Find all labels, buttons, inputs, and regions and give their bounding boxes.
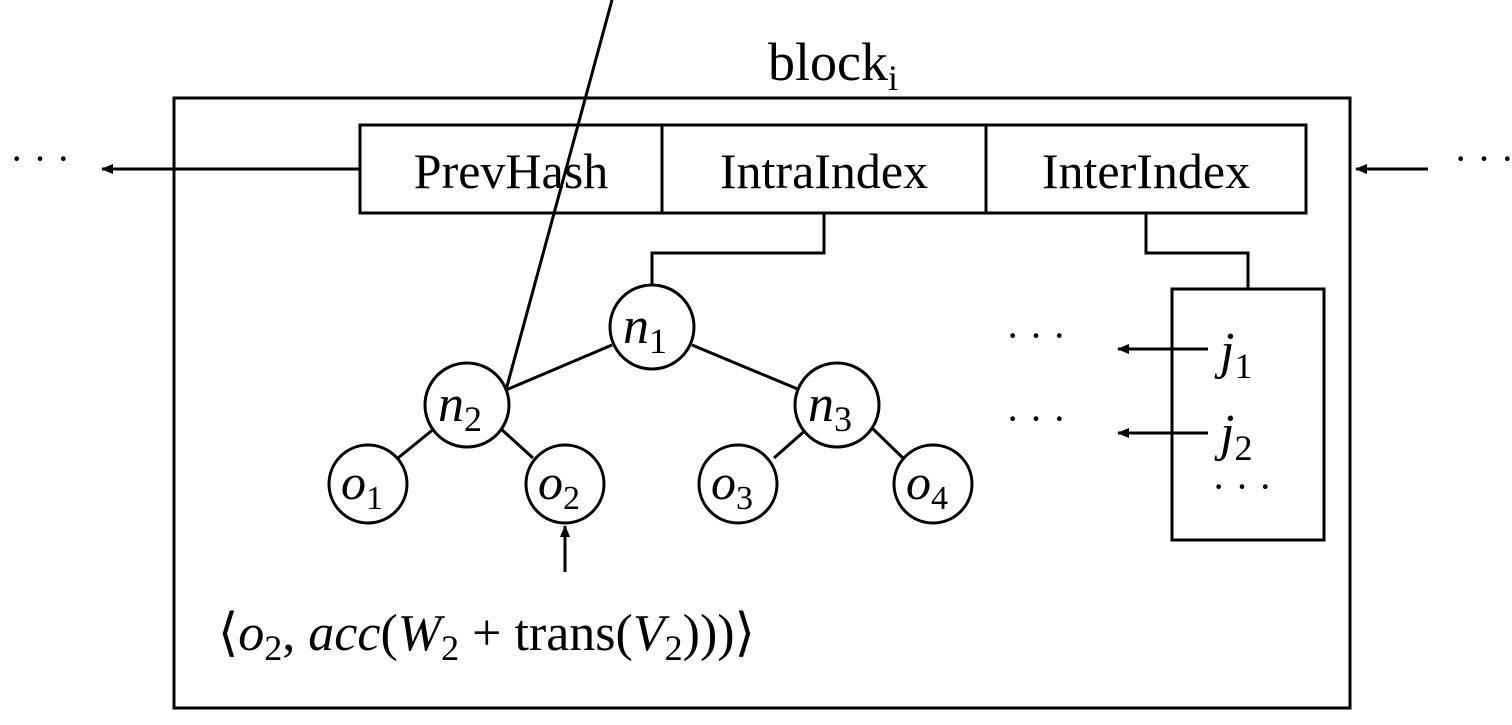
- j1-ellipsis: · · ·: [1006, 313, 1066, 358]
- o2-annotation-formula: ⟨o2, acc(W2 + trans(V2)))⟩: [218, 605, 755, 668]
- interindex-more-ellipsis: · · ·: [1212, 464, 1272, 509]
- interindex-list-box: [1170, 287, 1326, 542]
- svg-text:n3: n3: [808, 376, 852, 439]
- tree-node-o4: o4: [892, 443, 974, 525]
- svg-text:n1: n1: [623, 298, 667, 361]
- interindex-entry-j2: j2: [1214, 405, 1252, 468]
- svg-text:n2: n2: [438, 376, 482, 439]
- tree-node-o1: o1: [327, 443, 409, 525]
- tree-node-o3: o3: [697, 443, 779, 525]
- block-title: blocki: [768, 32, 898, 98]
- tree-node-n2: n2: [423, 361, 511, 449]
- svg-text:o3: o3: [711, 454, 753, 517]
- tree-node-n3: n3: [793, 361, 881, 449]
- interindex-connector: [1144, 213, 1250, 289]
- interindex-entry-j1: j1: [1214, 323, 1252, 386]
- svg-text:o2: o2: [538, 454, 580, 517]
- header-row: PrevHash IntraIndex InterIndex: [358, 123, 1308, 215]
- intraindex-label: IntraIndex: [720, 143, 928, 199]
- left-ellipsis: · · ·: [10, 136, 70, 181]
- svg-text:o4: o4: [906, 454, 948, 517]
- prevhash-label: PrevHash: [414, 143, 608, 199]
- tree-node-o2: o2: [524, 443, 606, 525]
- intraindex-connector: [650, 213, 826, 298]
- tree-edges: [397, 0, 905, 460]
- tree-node-n1: n1: [608, 283, 696, 371]
- svg-text:o1: o1: [341, 454, 383, 517]
- right-ellipsis: · · ·: [1454, 136, 1512, 181]
- block-border: [172, 96, 1352, 710]
- j2-ellipsis: · · ·: [1006, 396, 1066, 441]
- interindex-label: InterIndex: [1042, 143, 1250, 199]
